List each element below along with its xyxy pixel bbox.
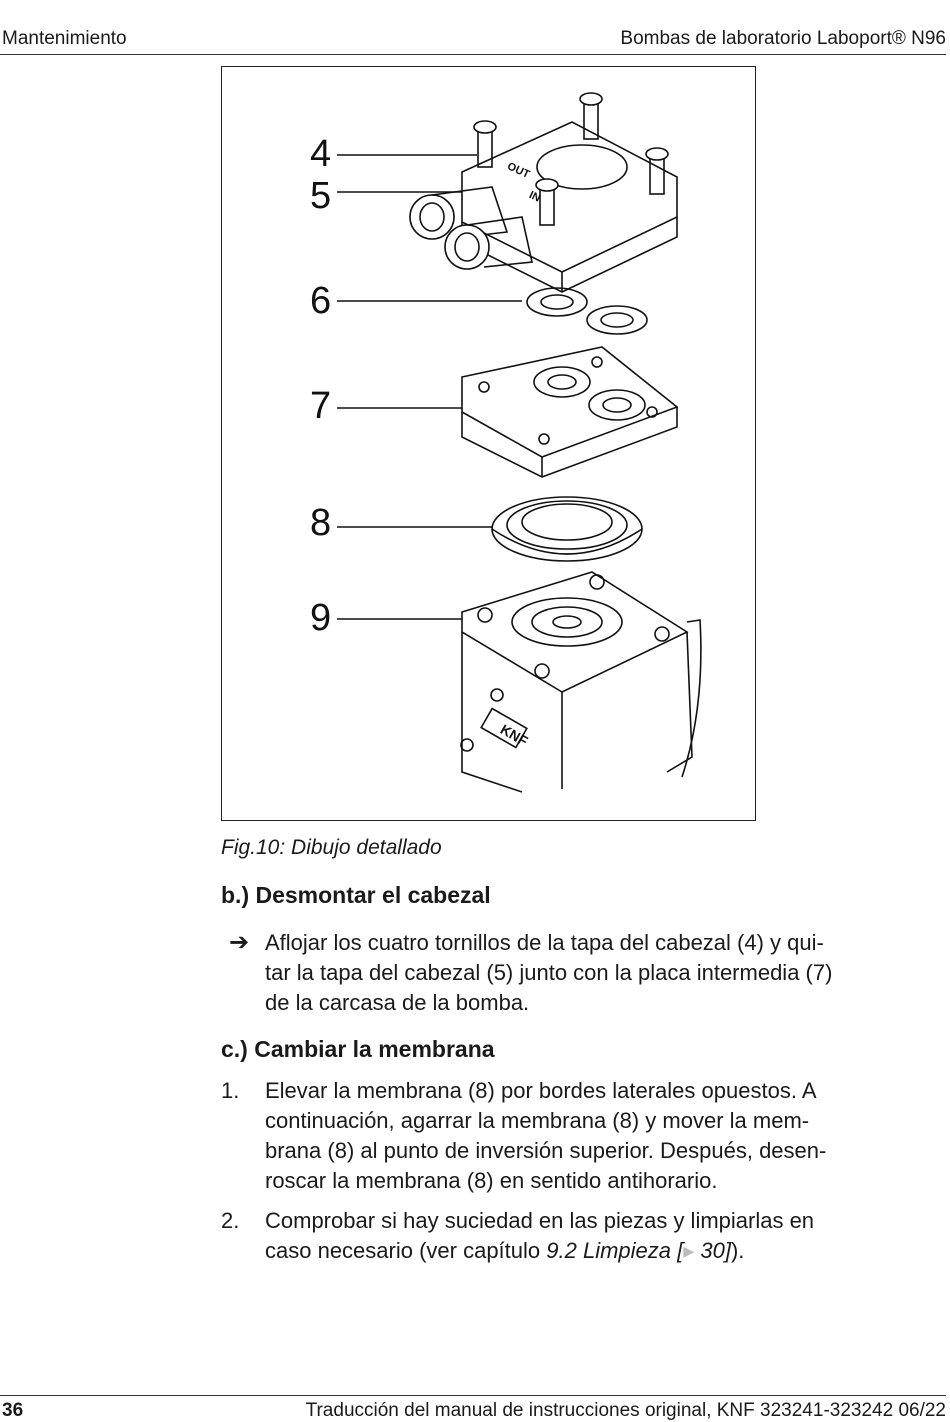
intermediate-plate	[461, 346, 679, 478]
cross-reference-text: 9.2 Limpieza [	[546, 1238, 684, 1263]
footer-document-info: Traducción del manual de instrucciones o…	[305, 1400, 946, 1421]
step-line: Comprobar si hay suciedad en las piezas …	[265, 1208, 815, 1233]
inlet-mark: IN	[527, 189, 542, 205]
page-header: Mantenimiento Bombas de laboratorio Labo…	[0, 28, 946, 55]
page-footer: 36 Traducción del manual de instruccione…	[0, 1395, 946, 1422]
section-b-instruction: Aflojar los cuatro tornillos de la tapa …	[265, 928, 945, 1018]
exploded-drawing-art: KNF OUT IN	[337, 92, 702, 793]
head-cover	[409, 92, 678, 293]
step-1-text: Elevar la membrana (8) por bordes latera…	[265, 1076, 945, 1196]
instruction-line: tar la tapa del cabezal (5) junto con la…	[265, 960, 833, 985]
exploded-drawing: KNF OUT IN 4 5 6 7 8 9	[221, 66, 756, 821]
step-2-text: Comprobar si hay suciedad en las piezas …	[265, 1206, 945, 1266]
membrane	[491, 496, 643, 562]
page-reference-icon: ▸	[683, 1238, 695, 1263]
step-line-suffix: ).	[730, 1238, 745, 1263]
callout-7: 7	[310, 385, 332, 427]
step-line: brana (8) al punto de inversión superior…	[265, 1138, 827, 1163]
callout-5: 5	[310, 175, 332, 217]
cross-reference-page: 30]	[694, 1238, 731, 1263]
pump-housing	[460, 571, 702, 793]
step-line: continuación, agarrar la membrana (8) y …	[265, 1108, 810, 1133]
section-b-title: b.) Desmontar el cabezal	[221, 882, 491, 908]
header-section-title: Mantenimiento	[2, 28, 127, 49]
step-line: Elevar la membrana (8) por bordes latera…	[265, 1078, 817, 1103]
step-line-prefix: caso necesario (ver capítulo	[265, 1238, 547, 1263]
arrow-icon: ➔	[229, 929, 250, 956]
cross-reference-link[interactable]: 9.2 Limpieza [▸ 30]	[546, 1238, 731, 1263]
step-number: 2.	[221, 1208, 240, 1233]
instruction-line: de la carcasa de la bomba.	[265, 990, 530, 1015]
section-c-title: c.) Cambiar la membrana	[221, 1036, 495, 1062]
callout-6: 6	[310, 280, 332, 322]
page-number: 36	[2, 1400, 24, 1421]
callout-4: 4	[310, 133, 332, 175]
step-line: roscar la membrana (8) en sentido antiho…	[265, 1168, 718, 1193]
instruction-line: Aflojar los cuatro tornillos de la tapa …	[265, 930, 824, 955]
step-line: caso necesario (ver capítulo 9.2 Limpiez…	[265, 1236, 945, 1266]
valve-plates	[526, 287, 648, 335]
header-document-title: Bombas de laboratorio Laboport® N96	[620, 28, 946, 49]
callout-8: 8	[310, 502, 332, 544]
callout-9: 9	[310, 597, 332, 639]
figure-caption: Fig.10: Dibujo detallado	[221, 836, 442, 859]
step-number: 1.	[221, 1078, 240, 1103]
